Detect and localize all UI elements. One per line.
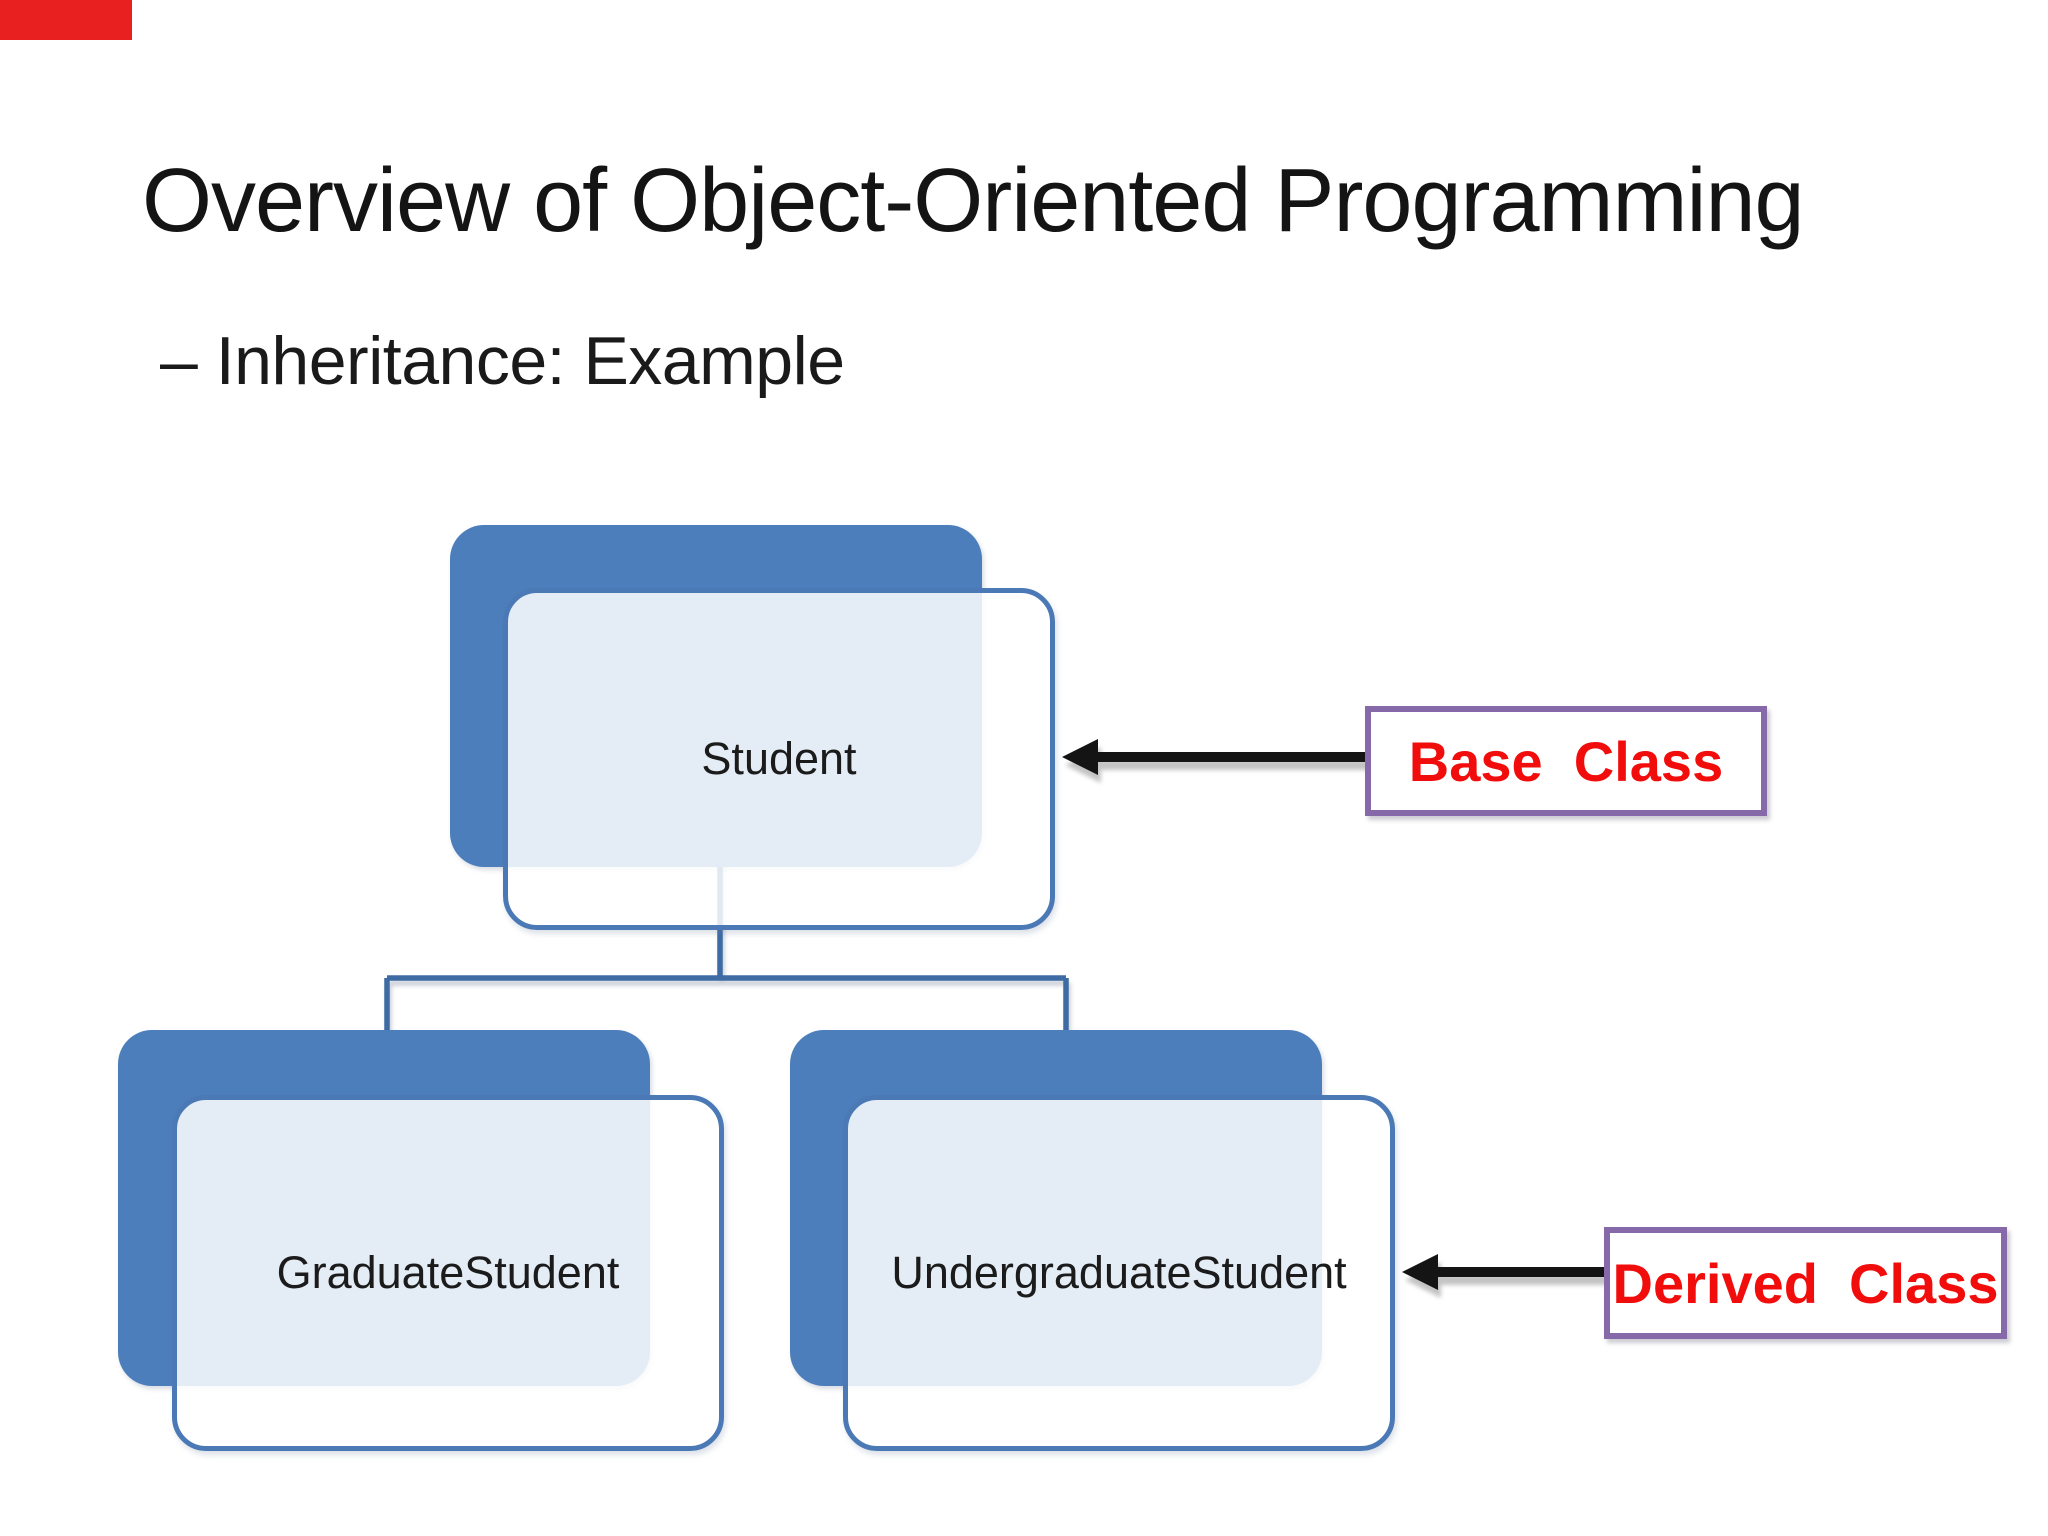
derived-class-arrow-shadow (1405, 1262, 1607, 1298)
derived-class-arrow (1402, 1254, 1604, 1290)
node-student: Student (503, 588, 1055, 930)
derived-class-arrowhead-icon (1402, 1254, 1438, 1290)
slide-title: Overview of Object-Oriented Programming (142, 151, 1805, 251)
callout-base-class: Base Class (1365, 706, 1767, 816)
base-class-arrow (1062, 739, 1365, 775)
base-class-arrowhead-icon (1062, 739, 1098, 775)
red-corner-marker (0, 0, 132, 40)
slide-subtitle: – Inheritance: Example (160, 323, 845, 399)
callout-derived-class-label: Derived Class (1612, 1251, 1999, 1315)
node-undergraduate: UndergraduateStudent (843, 1095, 1395, 1451)
node-graduate: GraduateStudent (172, 1095, 724, 1451)
node-student-label: Student (701, 733, 857, 784)
node-undergraduate-label: UndergraduateStudent (891, 1247, 1347, 1298)
node-graduate-label: GraduateStudent (276, 1247, 620, 1298)
base-class-arrow-shadow (1065, 747, 1368, 783)
callout-derived-class: Derived Class (1604, 1227, 2007, 1339)
callout-base-class-label: Base Class (1408, 729, 1724, 793)
